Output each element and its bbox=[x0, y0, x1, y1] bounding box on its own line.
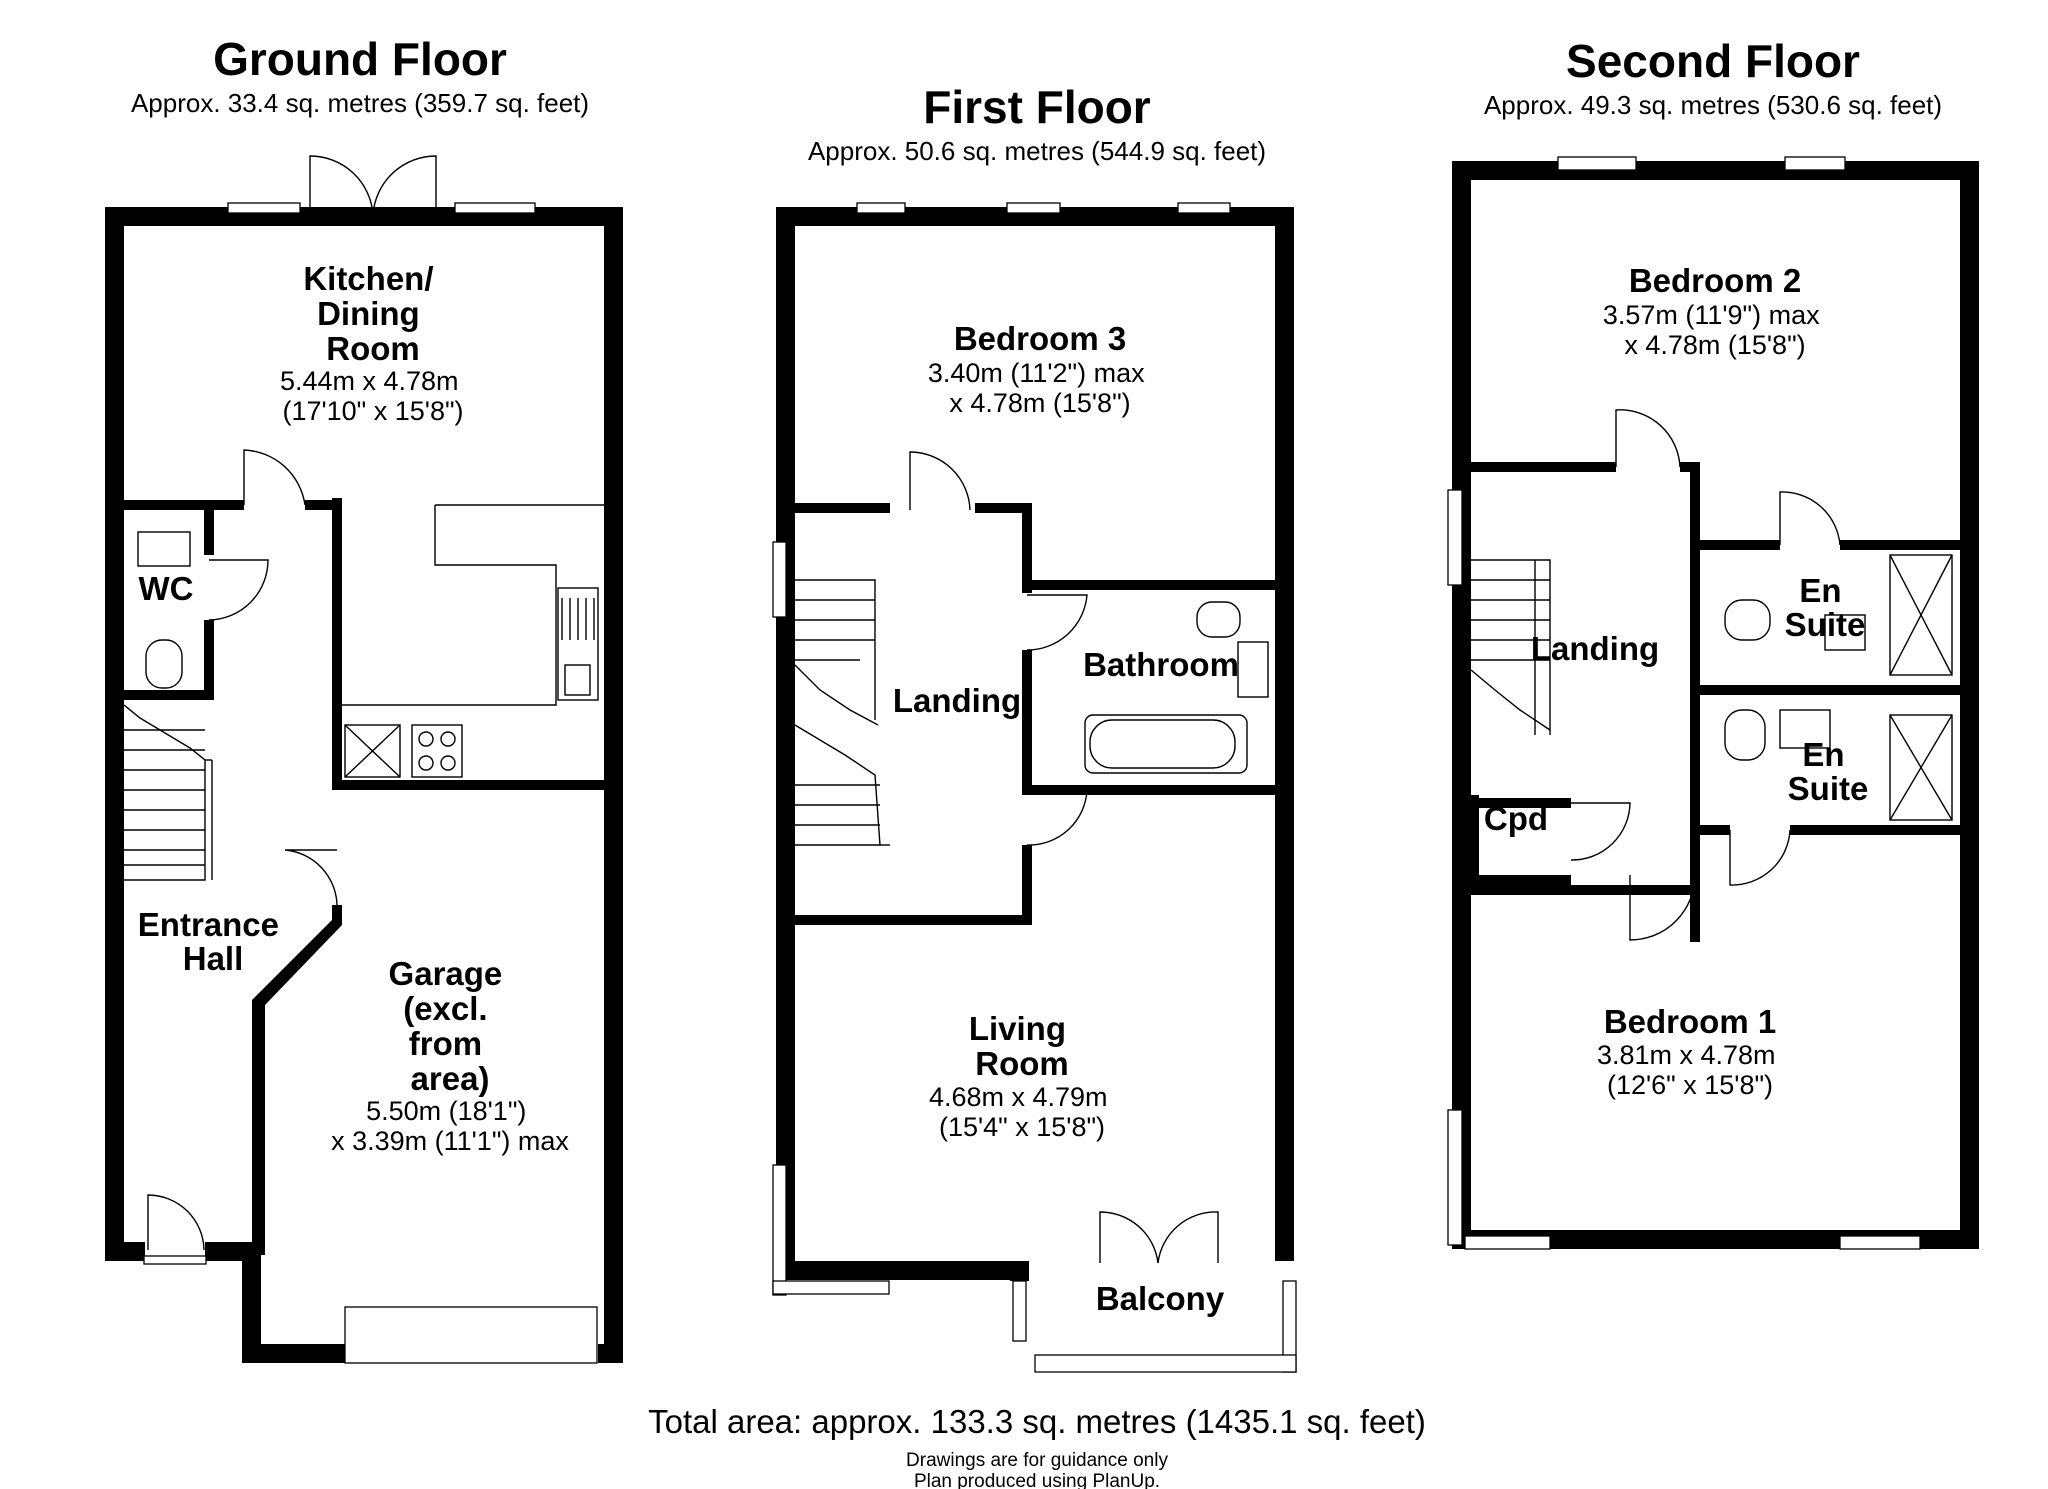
ground-north-wall bbox=[105, 207, 623, 226]
window bbox=[227, 202, 301, 214]
first-staircase bbox=[794, 579, 890, 846]
garage-door bbox=[344, 1306, 598, 1364]
first-floor-plan: First Floor Approx. 50.6 sq. metres (544… bbox=[772, 81, 1297, 1373]
toilet bbox=[1196, 601, 1241, 638]
wc-label: WC bbox=[139, 570, 194, 607]
kitchen-door bbox=[243, 449, 306, 506]
toilet bbox=[1724, 599, 1771, 641]
balcony bbox=[1012, 1211, 1297, 1373]
second-staircase bbox=[1470, 559, 1551, 735]
bedroom2-label: Bedroom 2 bbox=[1629, 262, 1801, 299]
bathroom-label: Bathroom bbox=[1083, 646, 1239, 683]
window bbox=[454, 202, 536, 214]
ensuite2-door bbox=[1729, 829, 1791, 886]
ground-floor-area: Approx. 33.4 sq. metres (359.7 sq. feet) bbox=[131, 88, 589, 118]
second-west-wall bbox=[1452, 161, 1471, 1249]
garage-north-wall bbox=[332, 780, 623, 790]
bedroom1-dimensions: 3.81m x 4.78m (12'6" x 15'8") bbox=[1597, 1040, 1783, 1100]
garage-label: Garage (excl. from area) bbox=[389, 955, 512, 1097]
bedroom1-door bbox=[1629, 874, 1696, 941]
ground-floor-plan: Ground Floor Approx. 33.4 sq. metres (35… bbox=[105, 33, 623, 1364]
ensuite1-label: En Suite bbox=[1785, 572, 1866, 643]
balcony-label: Balcony bbox=[1096, 1280, 1225, 1317]
bedroom3-label: Bedroom 3 bbox=[954, 320, 1126, 357]
total-area: Total area: approx. 133.3 sq. metres (14… bbox=[648, 1403, 1426, 1440]
first-west-wall bbox=[776, 207, 795, 1261]
bedroom1-label: Bedroom 1 bbox=[1604, 1003, 1776, 1040]
producer-note: Plan produced using PlanUp. bbox=[914, 1471, 1160, 1489]
kitchen-dimensions: 5.44m x 4.78m (17'10" x 15'8") bbox=[280, 366, 466, 426]
bathroom-door bbox=[1026, 594, 1088, 651]
garage-dimensions: 5.50m (18'1") x 3.39m (11'1") max bbox=[331, 1096, 569, 1156]
second-floor-plan: Second Floor Approx. 49.3 sq. metres (53… bbox=[1447, 35, 1979, 1250]
second-floor-area: Approx. 49.3 sq. metres (530.6 sq. feet) bbox=[1484, 90, 1942, 120]
wc-door bbox=[208, 559, 269, 621]
ensuite1-door bbox=[1779, 491, 1841, 546]
bedroom3-dimensions: 3.40m (11'2") max x 4.78m (15'8") bbox=[928, 358, 1152, 418]
basin bbox=[1779, 709, 1831, 749]
second-floor-title: Second Floor bbox=[1566, 35, 1860, 87]
garage-internal-door bbox=[284, 849, 338, 906]
toilet bbox=[1724, 709, 1766, 761]
living-room-door bbox=[1026, 789, 1088, 846]
first-east-wall bbox=[1275, 207, 1294, 1261]
cupboard-label: Cpd bbox=[1484, 800, 1548, 837]
kitchen-label: Kitchen/ Dining Room bbox=[303, 260, 442, 367]
hob bbox=[411, 724, 463, 778]
basin bbox=[1824, 614, 1866, 651]
second-north-wall bbox=[1452, 161, 1979, 180]
landing-label: Landing bbox=[1531, 630, 1659, 667]
ground-floor-title: Ground Floor bbox=[213, 33, 507, 85]
living-room-label: Living Room bbox=[969, 1010, 1075, 1082]
second-east-wall bbox=[1960, 161, 1979, 1249]
footer: Total area: approx. 133.3 sq. metres (14… bbox=[648, 1403, 1426, 1489]
ground-staircase bbox=[123, 704, 213, 881]
bedroom2-dimensions: 3.57m (11'9") max x 4.78m (15'8") bbox=[1603, 300, 1827, 360]
bedroom3-door bbox=[909, 451, 971, 511]
basin bbox=[1237, 641, 1269, 698]
toilet bbox=[145, 639, 183, 689]
ground-west-wall bbox=[105, 207, 124, 1261]
guidance-note: Drawings are for guidance only bbox=[906, 1450, 1168, 1471]
landing-label: Landing bbox=[893, 682, 1021, 719]
bedroom2-door bbox=[1615, 409, 1681, 468]
wc-basin bbox=[137, 531, 191, 567]
ensuite2-label: En Suite bbox=[1788, 736, 1869, 807]
french-door bbox=[309, 155, 374, 216]
garage-angled-wall bbox=[252, 920, 342, 1255]
cupboard-door bbox=[1570, 802, 1631, 861]
living-room-dimensions: 4.68m x 4.79m (15'4" x 15'8") bbox=[929, 1082, 1115, 1142]
front-door bbox=[147, 1194, 205, 1251]
first-floor-title: First Floor bbox=[923, 81, 1151, 133]
first-floor-area: Approx. 50.6 sq. metres (544.9 sq. feet) bbox=[808, 136, 1266, 166]
entrance-hall-label: Entrance Hall bbox=[138, 906, 288, 977]
